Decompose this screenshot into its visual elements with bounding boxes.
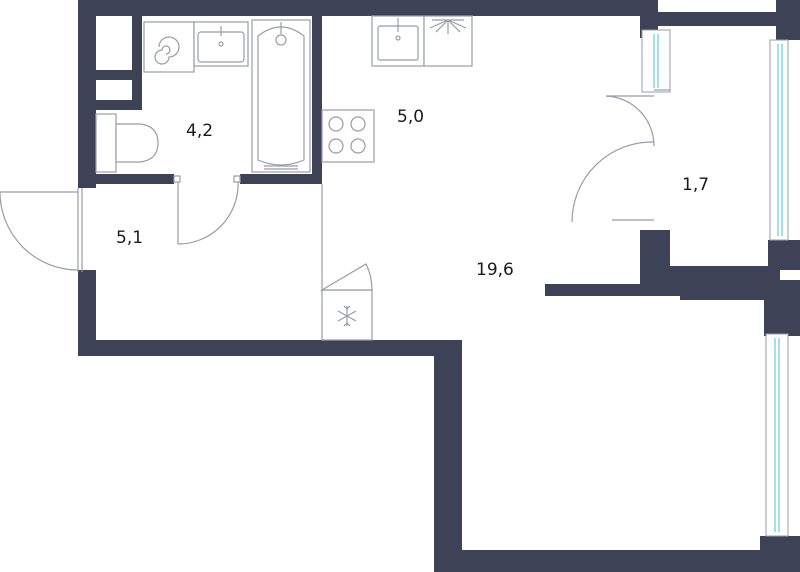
refrigerator-icon — [319, 263, 373, 341]
window-living — [765, 333, 789, 537]
walls — [78, 0, 800, 572]
wall-living-bottom — [434, 550, 774, 572]
stove-icon — [321, 109, 375, 163]
washing-machine-icon — [143, 21, 195, 73]
doors — [0, 89, 670, 272]
snowflake-icon — [337, 305, 357, 327]
wall-right-pier — [768, 240, 800, 270]
toilet-icon — [95, 113, 159, 173]
sink-icon — [193, 21, 249, 67]
wall-top — [78, 0, 656, 16]
balcony-door-swing-top — [605, 95, 655, 147]
bathtub-icon — [251, 19, 311, 173]
wall-living-left — [434, 340, 462, 572]
wall-balcony-top — [656, 12, 776, 26]
wall-corner-bottom-right — [760, 536, 800, 572]
wall-niche-3 — [132, 16, 142, 110]
wall-bathroom-bottom-left — [96, 174, 174, 184]
wall-left-upper — [78, 0, 96, 188]
wall-corner-top-right — [776, 0, 800, 40]
wall-bathroom-bottom-right — [240, 174, 322, 184]
room-area-balcony: 1,7 — [682, 175, 709, 195]
dishwasher-icon — [423, 15, 473, 67]
room-labels: 5,1 4,2 5,0 19,6 1,7 — [116, 107, 709, 280]
fixtures — [95, 15, 473, 341]
wall-living-top-partition — [545, 284, 641, 296]
wall-niche-2 — [96, 100, 140, 110]
wall-niche-1 — [96, 70, 132, 80]
entrance-door-swing — [0, 191, 79, 271]
window-balcony — [769, 39, 789, 241]
room-area-bathroom: 4,2 — [186, 121, 213, 141]
wall-left-lower — [78, 270, 96, 356]
room-area-hall: 5,1 — [116, 228, 143, 248]
bathroom-door-swing — [177, 179, 239, 245]
room-area-living: 19,6 — [476, 260, 514, 280]
kitchen-sink-icon — [371, 15, 425, 67]
wall-bottom-hall — [78, 340, 462, 356]
room-area-kitchen: 5,0 — [397, 107, 424, 127]
windows — [641, 29, 789, 537]
wall-bathroom-right — [312, 16, 322, 184]
window-top — [641, 29, 671, 93]
wall-right-middle — [764, 290, 800, 336]
wall-top-right-return — [640, 0, 658, 38]
balcony-door-swing-bottom — [571, 141, 655, 223]
